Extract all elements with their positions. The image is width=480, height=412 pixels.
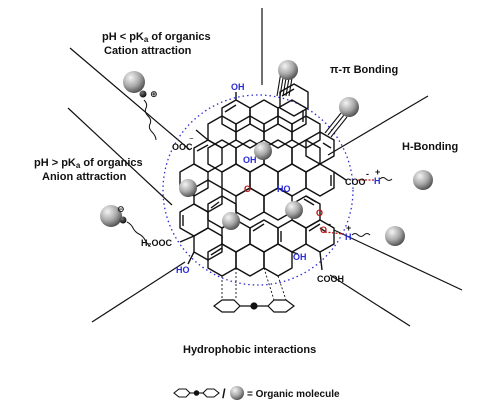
legend: / = Organic molecule: [173, 386, 340, 401]
organic-molecule-sphere: [254, 142, 272, 160]
legend-text: = Organic molecule: [247, 389, 340, 400]
minus-charge-symbol: ⊖: [117, 204, 125, 214]
legend-biphenyl-icon: [173, 388, 220, 398]
separator-line: [333, 229, 463, 291]
hexagon-ring: [263, 243, 293, 277]
separator-line: [69, 47, 191, 151]
h-bonding-label: H-Bonding: [402, 141, 458, 153]
atom-labels: ⊕ ⊖ OOC ⁻ OH OH O HO O COO - H + O - H +…: [117, 82, 381, 284]
oh-label-center: OH: [243, 155, 257, 165]
cooh-label: COOH: [317, 274, 344, 284]
oh-label-top: OH: [231, 82, 245, 92]
wavy-linker: [126, 221, 151, 247]
hexagon-ring: [235, 243, 265, 277]
hydrogen-label-right: H: [374, 176, 381, 186]
ho-label-center: HO: [277, 184, 291, 194]
coo-label: OOC: [172, 142, 193, 152]
organic-molecule-sphere: [222, 212, 240, 230]
hexagon-ring: [291, 115, 321, 149]
coo-right-label: COO: [345, 177, 366, 187]
separator-lines: [67, 8, 463, 327]
anion-attraction-label: Anion attraction: [42, 171, 127, 183]
ho-label-bottom: HO: [176, 265, 190, 275]
hexagon-ring: [305, 163, 335, 197]
cation-attraction-heading: pH < pKa of organics: [102, 31, 211, 44]
hydrogen-label-lower: H: [345, 232, 352, 242]
wavy-linker: [379, 177, 393, 181]
coo-charge: ⁻: [189, 135, 194, 145]
h2ooc-label: H₂OOC: [141, 238, 172, 248]
organic-spheres: [100, 60, 433, 246]
cation-attraction-label: Cation attraction: [104, 45, 192, 57]
organic-molecule-sphere: [339, 97, 359, 117]
hexagon-ring: [305, 219, 335, 253]
epoxide-oxygen-label: O: [244, 184, 251, 194]
carbonyl-oxygen-label: O: [316, 208, 323, 218]
hydrophobic-projection-lines: [221, 267, 287, 301]
plus-charge-symbol: ⊕: [150, 89, 158, 99]
hexagon-ring: [279, 83, 309, 117]
organic-molecule-sphere: [285, 201, 303, 219]
legend-sphere-icon: [230, 386, 244, 400]
delta-minus: -: [366, 169, 369, 179]
legend-slash: /: [222, 386, 226, 401]
h-bond-lines: [324, 179, 374, 235]
delta-plus: +: [346, 223, 351, 233]
organic-molecule-sphere: [123, 71, 145, 93]
wavy-linker: [351, 233, 371, 237]
mechanism-labels: pH < pKa of organics Cation attraction π…: [34, 31, 458, 356]
anion-attraction-heading: pH > pKa of organics: [34, 157, 143, 170]
wavy-linker: [143, 99, 157, 141]
pi-pi-bonding-label: π-π Bonding: [330, 64, 398, 76]
organic-molecule-sphere: [385, 226, 405, 246]
delta-minus: -: [328, 219, 331, 229]
hexagon-ring: [305, 131, 335, 165]
hydroxyl-oxygen-label: O: [320, 225, 327, 235]
separator-line: [91, 261, 186, 323]
biphenyl-molecule: [213, 299, 295, 313]
organic-molecule-sphere: [413, 170, 433, 190]
pi-pi-stacking-lines: [276, 71, 348, 138]
organic-molecule-sphere: [179, 179, 197, 197]
organic-molecule-sphere: [100, 205, 122, 227]
separator-line: [67, 107, 173, 206]
separator-line: [329, 274, 411, 327]
hexagon-ring: [277, 99, 307, 133]
graphene-boundary-circle: [162, 94, 354, 286]
charge-dot: [139, 90, 147, 98]
charge-dot: [119, 216, 127, 224]
oh-label-bottom: OH: [293, 252, 307, 262]
hydrophobic-interactions-label: Hydrophobic interactions: [183, 344, 316, 356]
wavy-linkers: [126, 99, 393, 247]
organic-molecule-sphere: [278, 60, 298, 80]
separator-line: [327, 95, 429, 156]
delta-plus: +: [375, 167, 380, 177]
graphene-oxide-lattice: [179, 83, 347, 277]
